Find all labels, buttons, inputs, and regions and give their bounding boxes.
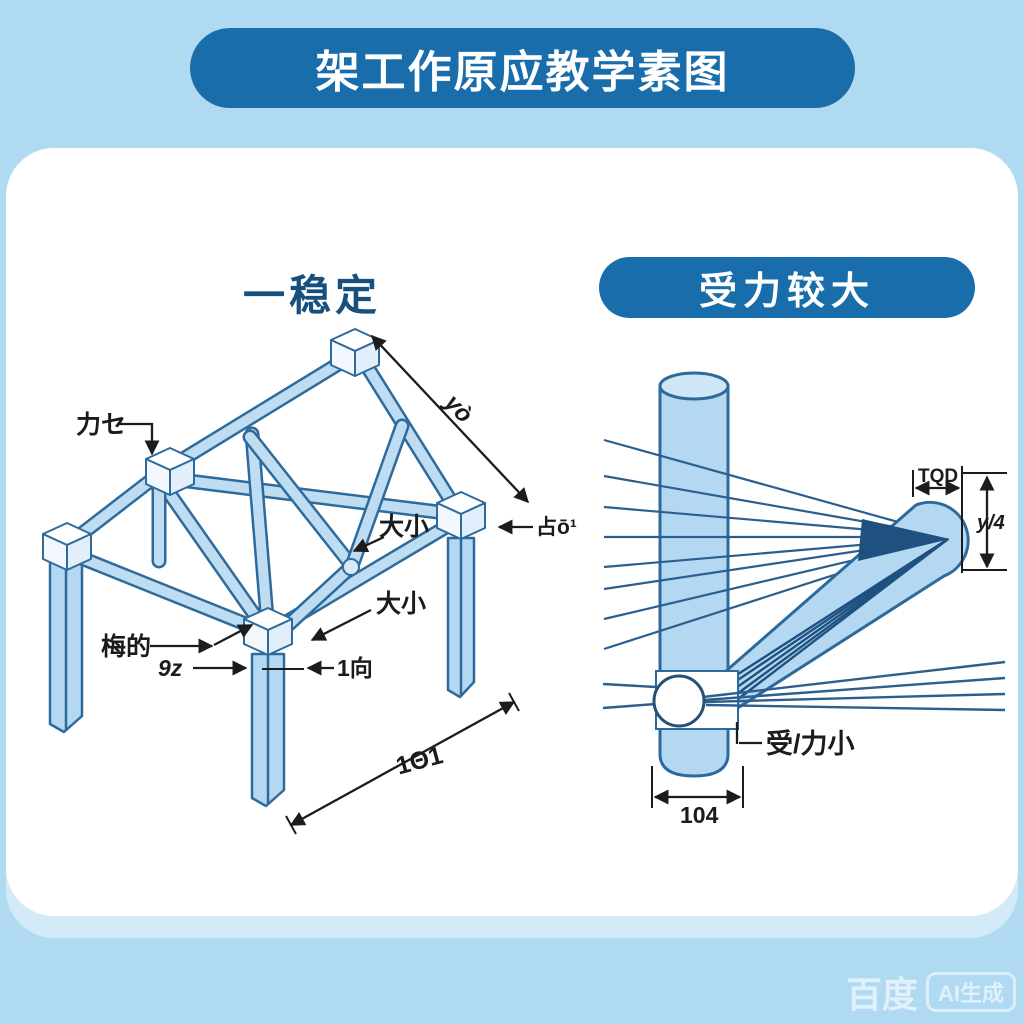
horn-inner-fan (703, 519, 950, 723)
junction-sphere (652, 674, 706, 728)
truss-joint-cubes (42, 328, 486, 656)
label-theta: 9z (158, 655, 183, 681)
label-member: 梅的 (101, 632, 151, 661)
label-dim-bottom: 104 (680, 802, 719, 828)
left-panel-heading: 一稳定 (243, 272, 382, 319)
force-small-leader (735, 722, 762, 745)
label-base-dimension: 1Θ1 (393, 741, 446, 780)
truss-legs (48, 536, 476, 808)
page-title: 架工作原应教学素图 (315, 48, 730, 97)
label-size-upper: 大小 (379, 513, 429, 541)
label-force-small: 受/力小 (766, 728, 855, 759)
label-node-right: 占ō¹ (536, 516, 577, 539)
label-force: 力セ (76, 411, 126, 439)
lower-force-lines (602, 660, 1006, 712)
column-top-ellipse (658, 371, 730, 401)
watermark-brand: 百度 (845, 974, 918, 1015)
title-banner: 架工作原应教学素图 (190, 28, 855, 108)
label-dim-top: TQD (918, 466, 958, 487)
side-dimension (963, 472, 1007, 571)
right-panel-heading-pill: 受力较大 (599, 257, 975, 318)
member-end-stub (342, 558, 360, 576)
label-roof-dimension: yò (438, 389, 478, 429)
label-size-lower: 大小 (376, 590, 426, 618)
label-dim-side: y/4 (976, 512, 1005, 534)
truss-annotations (117, 334, 533, 835)
watermark: 百度 AI生成 (846, 966, 1016, 1018)
watermark-badge: AI生成 (925, 972, 1016, 1012)
right-panel-heading: 受力较大 (698, 271, 875, 313)
label-direction: 1向 (337, 655, 373, 681)
top-dimension (912, 466, 963, 573)
bottom-dimension (651, 766, 744, 808)
column-diagram: 受/力小 TQD y/4 104 (602, 371, 1007, 828)
truss-diagram: 力セ 大小 占ō¹ 大小 梅的 9z 1向 yò 1Θ1 (42, 328, 577, 835)
